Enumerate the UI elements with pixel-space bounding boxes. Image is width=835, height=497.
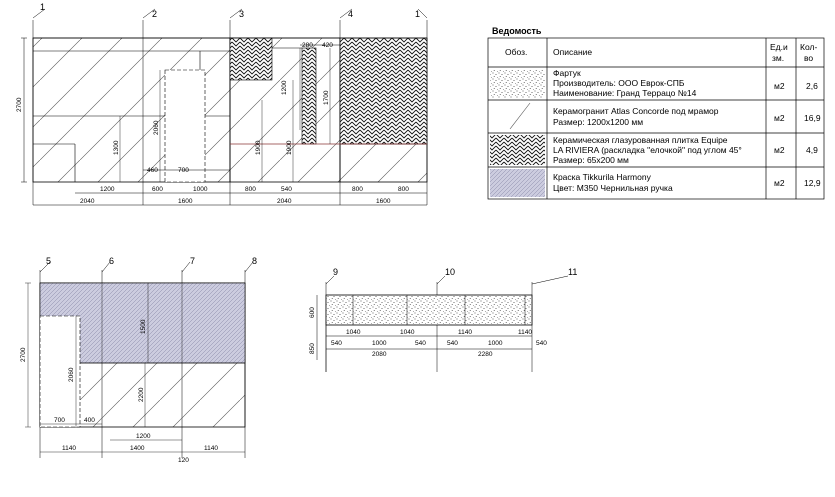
axis-label: 2 xyxy=(152,9,157,19)
dim-label: 1700 xyxy=(323,90,330,105)
table-row-text: Краска Tikkurila Harmony xyxy=(553,172,652,182)
table-row-text: Наименование: Гранд Террацо №14 xyxy=(553,88,697,98)
dim-label: 1500 xyxy=(140,319,147,334)
dim-label: 540 xyxy=(415,340,426,347)
dim-label: 2060 xyxy=(68,367,75,382)
dim-label: 1140 xyxy=(62,445,76,452)
dim-label: 2040 xyxy=(80,198,95,205)
dim-label: 1040 xyxy=(346,329,361,336)
dim-label: 1200 xyxy=(136,433,151,440)
dim-label: 1000 xyxy=(193,186,208,193)
schedule-header-code: Обоз. xyxy=(505,47,527,57)
dim-label: 540 xyxy=(447,340,458,347)
dim-label: 420 xyxy=(322,42,333,49)
table-row-text: Размер: 1200х1200 мм xyxy=(553,117,643,127)
axis-label: 9 xyxy=(333,267,338,277)
dim-label: 540 xyxy=(281,186,292,193)
dim-label: 700 xyxy=(178,167,189,174)
schedule-header-description: Описание xyxy=(553,47,592,57)
schedule-title: Ведомость xyxy=(492,26,542,36)
dim-label: 1140 xyxy=(458,329,472,336)
dim-label: 1040 xyxy=(400,329,415,336)
table-row-text: LA RIVIERA (раскладка "елочкой" под угло… xyxy=(553,145,742,155)
axis-label: 6 xyxy=(109,256,114,266)
dim-label: 1400 xyxy=(130,445,145,452)
dim-label: 700 xyxy=(54,417,65,424)
dim-label: 460 xyxy=(147,167,158,174)
dim-label: 1900 xyxy=(255,140,262,155)
axis-label: 4 xyxy=(348,9,353,19)
dim-label: 1200 xyxy=(281,80,288,95)
dim-label: 800 xyxy=(245,186,256,193)
axis-label: 8 xyxy=(252,256,257,266)
axis-label: 1 xyxy=(415,9,420,19)
dim-label: 2700 xyxy=(16,97,23,112)
dim-label: 1140 xyxy=(204,445,218,452)
dim-label: 540 xyxy=(536,340,547,347)
dim-label: 2200 xyxy=(138,387,145,402)
axis-label: 3 xyxy=(239,9,244,19)
table-row-text: Керамогранит Atlas Concorde под мрамор xyxy=(553,106,719,116)
axis-label: 10 xyxy=(445,267,455,277)
dim-label: 600 xyxy=(309,307,316,318)
table-row-text: Фартук xyxy=(553,68,581,78)
dim-label: 280 xyxy=(302,42,313,49)
dim-label: 1900 xyxy=(286,140,293,155)
table-row-qty: 2,6 xyxy=(806,81,818,91)
table-row-text: Керамическая глазурованная плитка Equipe xyxy=(553,135,728,145)
dim-label: 2040 xyxy=(277,198,292,205)
elevation-c xyxy=(316,275,569,372)
dim-label: 540 xyxy=(331,340,342,347)
schedule-header-qty: во xyxy=(804,53,813,63)
table-row-unit: м2 xyxy=(774,178,785,188)
table-row-unit: м2 xyxy=(774,113,785,123)
axis-label: 1 xyxy=(40,2,45,12)
dim-label: 1140 xyxy=(518,329,532,336)
axis-label: 5 xyxy=(46,256,51,266)
schedule-header-qty: Кол- xyxy=(800,42,817,52)
elevation-b xyxy=(25,261,254,458)
dim-label: 850 xyxy=(309,343,316,354)
dim-label: 400 xyxy=(84,417,95,424)
schedule-header-unit: Ед.и xyxy=(770,42,788,52)
dim-label: 800 xyxy=(398,186,409,193)
table-row-qty: 4,9 xyxy=(806,145,818,155)
table-row-unit: м2 xyxy=(774,81,785,91)
table-row-qty: 16,9 xyxy=(804,113,821,123)
dim-label: 2700 xyxy=(20,347,27,362)
elevation-a xyxy=(21,8,428,206)
table-row-text: Цвет: М350 Чернильная ручка xyxy=(553,183,673,193)
dim-label: 2080 xyxy=(372,351,387,358)
axis-label: 11 xyxy=(568,267,577,277)
table-row-unit: м2 xyxy=(774,145,785,155)
dim-label: 2280 xyxy=(478,351,493,358)
table-row-text: Размер: 65х200 мм xyxy=(553,155,629,165)
dim-label: 1600 xyxy=(178,198,193,205)
axis-label: 7 xyxy=(190,256,195,266)
dim-label: 1200 xyxy=(100,186,115,193)
dim-label: 800 xyxy=(352,186,363,193)
dim-label: 1600 xyxy=(376,198,391,205)
dim-label: 1300 xyxy=(113,140,120,155)
table-row-text: Производитель: ООО Еврок-СПБ xyxy=(553,78,685,88)
dim-label: 1000 xyxy=(488,340,503,347)
table-row-qty: 12,9 xyxy=(804,178,821,188)
dim-label: 120 xyxy=(178,457,189,464)
schedule-header-unit: зм. xyxy=(772,53,784,63)
dim-label: 2060 xyxy=(153,120,160,135)
dim-label: 1000 xyxy=(372,340,387,347)
dim-label: 600 xyxy=(152,186,163,193)
schedule-table: Ведомость xyxy=(487,26,825,200)
